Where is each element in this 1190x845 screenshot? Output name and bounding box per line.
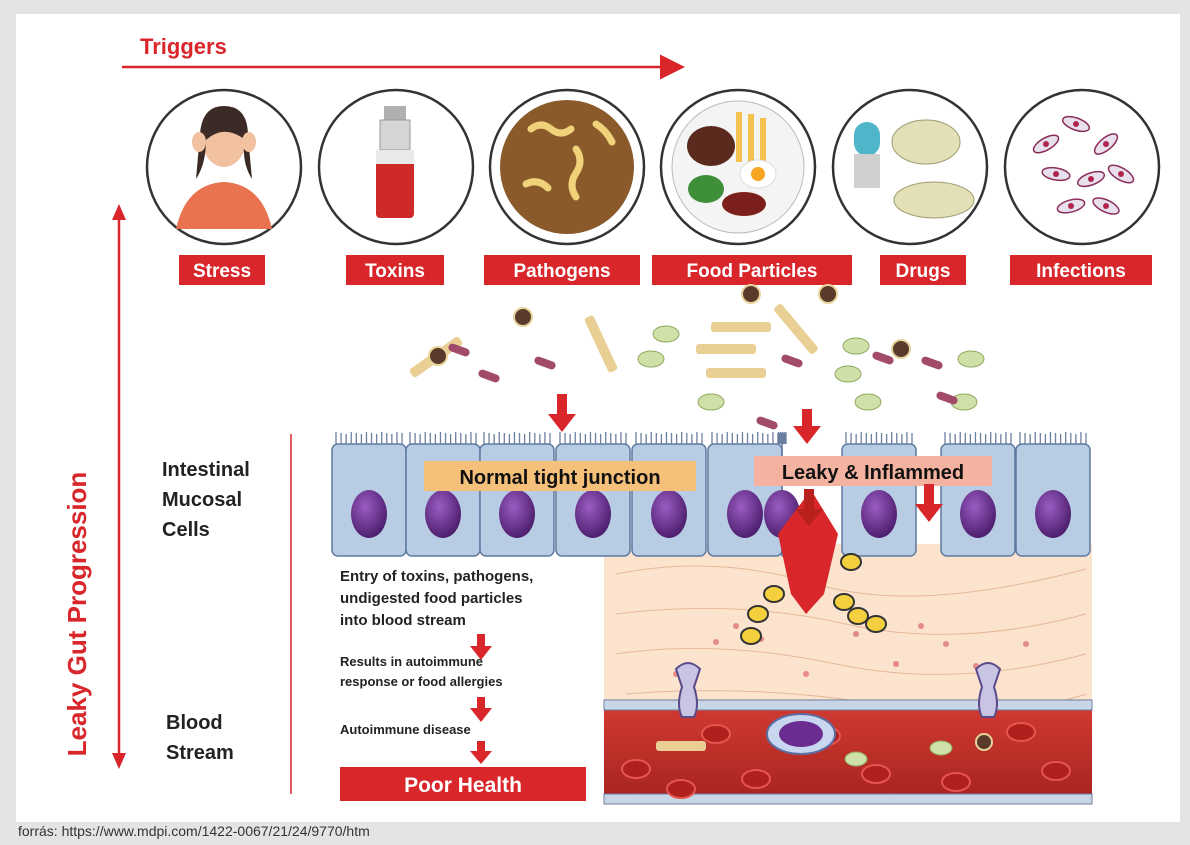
svg-text:Results in autoimmune: Results in autoimmune [340, 654, 483, 669]
trigger-label-toxins: Toxins [346, 255, 444, 285]
trigger-infections-icon [1005, 90, 1159, 244]
trigger-food-icon [661, 90, 815, 244]
trigger-stress-icon [147, 90, 301, 244]
triggers-title: Triggers [140, 34, 227, 59]
source-caption: forrás: https://www.mdpi.com/1422-0067/2… [18, 823, 370, 839]
step-disease-text: Autoimmune disease [340, 722, 471, 737]
svg-text:Food Particles: Food Particles [687, 261, 818, 282]
trigger-label-drugs: Drugs [880, 255, 966, 285]
svg-text:Mucosal: Mucosal [162, 489, 242, 511]
diagram-canvas: Triggers [16, 14, 1180, 822]
cell-nucleus [960, 490, 996, 538]
axis-arrow-down-icon [112, 753, 126, 769]
cell-nucleus [351, 490, 387, 538]
leak-arrow-right-icon [915, 484, 943, 522]
poor-health-banner: Poor Health [340, 767, 586, 801]
progression-axis-label: Leaky Gut Progression [62, 472, 92, 757]
cell-nucleus [575, 490, 611, 538]
svg-text:Cells: Cells [162, 519, 210, 541]
cell-nucleus [861, 490, 897, 538]
svg-text:Leaky & Inflammed: Leaky & Inflammed [782, 462, 964, 484]
step-response-text: Results in autoimmune response or food a… [340, 654, 503, 689]
svg-text:Poor Health: Poor Health [404, 774, 522, 797]
blood-layer-label: Blood Stream [166, 712, 234, 764]
step-entry-text: Entry of toxins, pathogens, undigested f… [340, 568, 533, 629]
axis-arrow-up-icon [112, 204, 126, 220]
cell-nucleus [727, 490, 763, 538]
entry-arrow-middle-icon [793, 409, 821, 444]
svg-text:Stress: Stress [193, 261, 251, 282]
svg-text:Infections: Infections [1036, 261, 1126, 282]
cell-nucleus [651, 490, 687, 538]
svg-text:Intestinal: Intestinal [162, 459, 250, 481]
cell-nucleus [1035, 490, 1071, 538]
svg-text:into blood stream: into blood stream [340, 612, 466, 629]
svg-text:Toxins: Toxins [365, 261, 425, 282]
cell-nucleus [499, 490, 535, 538]
floating-particles [409, 285, 984, 431]
normal-junction-label: Normal tight junction [424, 461, 696, 491]
trigger-toxins-icon [319, 90, 473, 244]
svg-text:Normal tight junction: Normal tight junction [459, 467, 660, 489]
mucosa-layer-label: Intestinal Mucosal Cells [162, 459, 250, 541]
svg-text:Pathogens: Pathogens [513, 261, 610, 282]
mucosal-cells [332, 432, 1090, 556]
trigger-label-pathogens: Pathogens [484, 255, 640, 285]
svg-text:undigested food particles: undigested food particles [340, 590, 523, 607]
svg-text:Drugs: Drugs [896, 261, 951, 282]
svg-text:Stream: Stream [166, 742, 234, 764]
leaky-junction-label: Leaky & Inflammed [754, 456, 992, 486]
trigger-label-stress: Stress [179, 255, 265, 285]
step-arrow-2-icon [470, 697, 492, 722]
svg-text:Blood: Blood [166, 712, 223, 734]
trigger-drugs-icon [833, 90, 987, 244]
trigger-label-infections: Infections [1010, 255, 1152, 285]
cell-nucleus [425, 490, 461, 538]
svg-text:response or food allergies: response or food allergies [340, 674, 503, 689]
step-arrow-3-icon [470, 741, 492, 764]
entry-arrow-left-icon [548, 394, 576, 432]
trigger-pathogens-icon [490, 90, 644, 244]
svg-text:Entry of toxins, pathogens,: Entry of toxins, pathogens, [340, 568, 533, 585]
trigger-label-food: Food Particles [652, 255, 852, 285]
